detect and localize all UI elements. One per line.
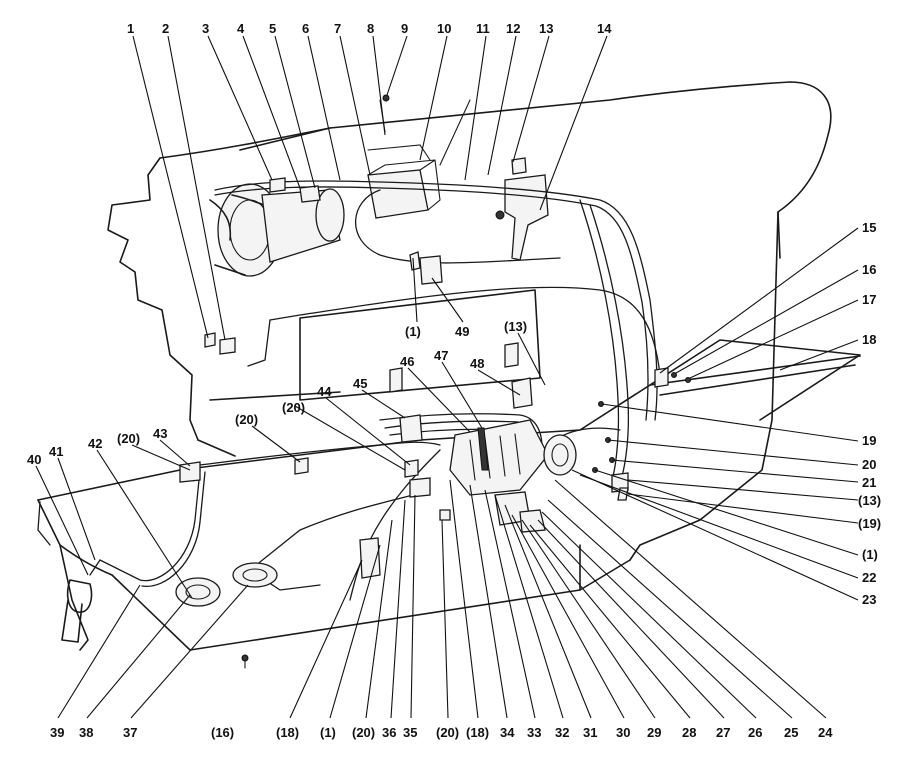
callout-3: 3 — [202, 21, 209, 36]
callout-1-ref-bottom: (1) — [320, 725, 336, 740]
callout-20-ref-inner-a: (20) — [282, 400, 305, 415]
handwheel-assembly — [209, 183, 345, 277]
callout-29: 29 — [647, 725, 661, 740]
callout-37: 37 — [123, 725, 137, 740]
callout-7: 7 — [334, 21, 341, 36]
callouts-bottom: 39 38 37 (16) (18) (1) (20) 36 35 (20) (… — [50, 725, 833, 740]
callout-25: 25 — [784, 725, 798, 740]
callout-42: 42 — [88, 436, 102, 451]
callout-27: 27 — [716, 725, 730, 740]
small-parts — [175, 94, 691, 669]
leader-lines — [35, 35, 859, 719]
callout-13: 13 — [539, 21, 553, 36]
callout-41: 41 — [49, 444, 63, 459]
callout-16-ref: (16) — [211, 725, 234, 740]
callout-46: 46 — [400, 354, 414, 369]
callout-1-ref-inner: (1) — [405, 324, 421, 339]
callout-12: 12 — [506, 21, 520, 36]
callout-44: 44 — [317, 384, 332, 399]
callout-35: 35 — [403, 725, 417, 740]
callouts-top: 1 2 3 4 5 6 7 8 9 10 11 12 13 14 — [127, 21, 612, 36]
machine-bed-outline — [37, 339, 861, 651]
callout-36: 36 — [382, 725, 396, 740]
machine-arm-outline — [107, 81, 832, 561]
callout-13-ref: (13) — [858, 493, 881, 508]
callout-20-ref-inner-b: (20) — [235, 412, 258, 427]
callout-13-ref-inner: (13) — [504, 319, 527, 334]
callout-34: 34 — [500, 725, 515, 740]
callout-20-ref-a: (20) — [352, 725, 375, 740]
callouts-inner: (1) 49 (13) 46 47 48 45 44 (20) (20) — [235, 319, 527, 427]
callout-18-ref-b: (18) — [466, 725, 489, 740]
callout-31: 31 — [583, 725, 597, 740]
callout-4: 4 — [237, 21, 245, 36]
callout-11: 11 — [476, 21, 490, 36]
callout-19-ref: (19) — [858, 516, 881, 531]
callout-21: 21 — [862, 475, 876, 490]
callout-32: 32 — [555, 725, 569, 740]
bracket-part-14 — [495, 174, 549, 261]
callout-5: 5 — [269, 21, 276, 36]
callout-23: 23 — [862, 592, 876, 607]
callout-15: 15 — [862, 220, 876, 235]
callout-39: 39 — [50, 725, 64, 740]
callouts-right: 15 16 17 18 19 20 21 (13) (19) (1) 22 23 — [858, 220, 881, 607]
callout-18-ref-a: (18) — [276, 725, 299, 740]
callout-45: 45 — [353, 376, 367, 391]
callout-9: 9 — [401, 21, 408, 36]
callout-20: 20 — [862, 457, 876, 472]
control-box — [449, 419, 577, 533]
callout-14: 14 — [597, 21, 612, 36]
callout-30: 30 — [616, 725, 630, 740]
callout-17: 17 — [862, 292, 876, 307]
cable-harness — [37, 180, 661, 601]
callout-2: 2 — [162, 21, 169, 36]
callout-6: 6 — [302, 21, 309, 36]
callout-20-ref-b: (20) — [436, 725, 459, 740]
callouts-left: 40 41 42 (20) 43 — [27, 426, 167, 467]
callout-40: 40 — [27, 452, 41, 467]
callout-18: 18 — [862, 332, 876, 347]
callout-28: 28 — [682, 725, 696, 740]
callout-33: 33 — [527, 725, 541, 740]
callout-43: 43 — [153, 426, 167, 441]
callout-19: 19 — [862, 433, 876, 448]
callout-1-ref-right: (1) — [862, 547, 878, 562]
callout-24: 24 — [818, 725, 833, 740]
callout-10: 10 — [437, 21, 451, 36]
callout-48: 48 — [470, 356, 484, 371]
callout-26: 26 — [748, 725, 762, 740]
callout-1: 1 — [127, 21, 134, 36]
callout-20-ref-left: (20) — [117, 431, 140, 446]
callout-22: 22 — [862, 570, 876, 585]
callout-8: 8 — [367, 21, 374, 36]
callout-47: 47 — [434, 348, 448, 363]
callout-16: 16 — [862, 262, 876, 277]
callout-49: 49 — [455, 324, 469, 339]
callout-38: 38 — [79, 725, 93, 740]
